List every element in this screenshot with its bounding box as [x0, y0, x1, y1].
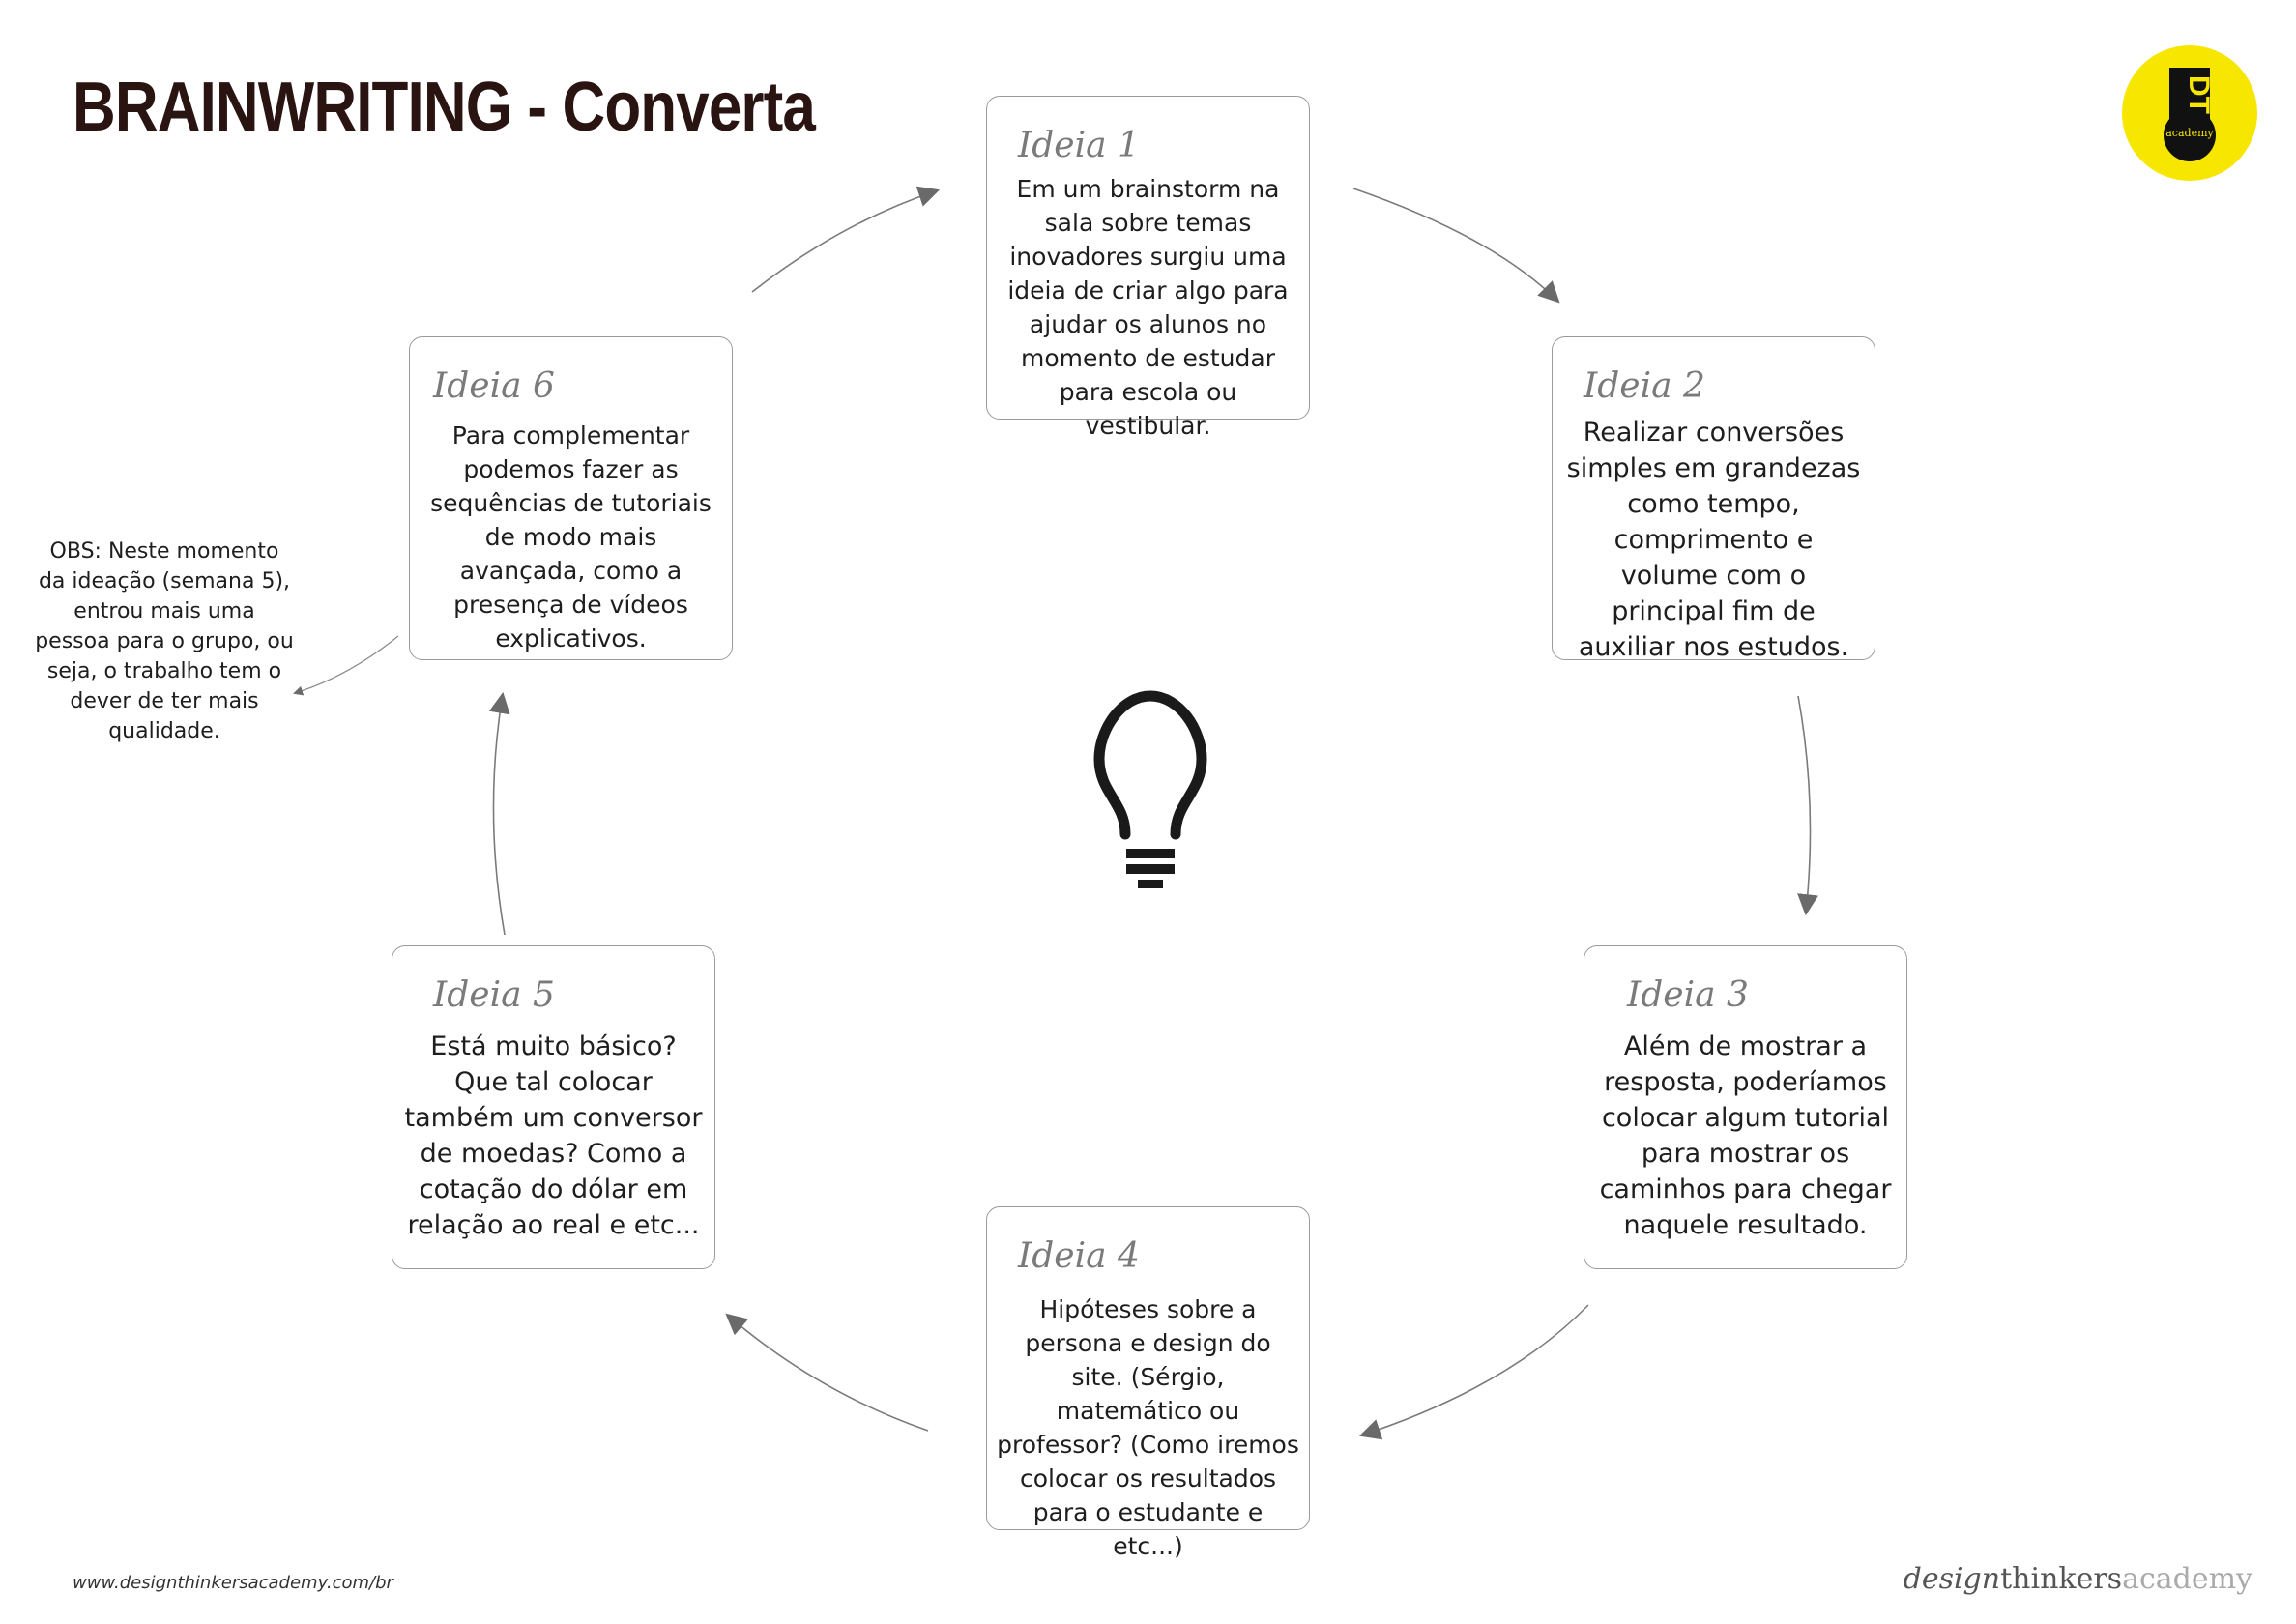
idea-card-3: Ideia 3 Além de mostrar a resposta, pode… — [1584, 945, 1907, 1269]
idea-card-text: Para complementar podemos fazer as sequê… — [430, 421, 712, 652]
arrow-4-to-5 — [725, 1313, 929, 1432]
idea-card-label: Ideia 6 — [433, 366, 555, 406]
idea-card-4: Ideia 4 Hipóteses sobre a persona e desi… — [986, 1206, 1310, 1560]
idea-card-text: Além de mostrar a resposta, poderíamos c… — [1599, 1031, 1892, 1240]
idea-card-5: Ideia 5 Está muito básico? Que tal coloc… — [392, 945, 715, 1269]
arrow-6-to-1 — [751, 186, 941, 293]
arrow-3-to-4 — [1358, 1304, 1589, 1440]
idea-card-label: Ideia 4 — [1018, 1236, 1140, 1276]
arrow-5-to-6 — [488, 691, 510, 936]
idea-card-label: Ideia 5 — [433, 975, 555, 1015]
dt-academy-logo: DT academy — [2122, 45, 2257, 181]
footer-brand: designthinkersacademy — [1904, 1562, 2252, 1596]
idea-card-label: Ideia 3 — [1627, 975, 1749, 1015]
idea-card-text: Está muito básico? Que tal colocar també… — [404, 1031, 703, 1240]
page-title: BRAINWRITING - Converta — [73, 69, 816, 146]
logo-caption: academy — [2165, 127, 2214, 139]
arrow-1-to-2 — [1352, 188, 1560, 304]
brand-part-academy: academy — [2122, 1562, 2252, 1596]
observation-note: OBS: Neste momento da ideação (semana 5)… — [35, 539, 294, 743]
logo-letters: DT — [2183, 75, 2215, 114]
idea-card-6: Ideia 6 Para complementar podemos fazer … — [409, 336, 733, 660]
brand-part-design: design — [1903, 1562, 2001, 1596]
idea-card-2: Ideia 2 Realizar conversões simples em g… — [1552, 336, 1875, 662]
idea-card-text: Hipóteses sobre a persona e design do si… — [997, 1295, 1299, 1560]
arrow-2-to-3 — [1797, 695, 1818, 916]
idea-card-1: Ideia 1 Em um brainstorm na sala sobre t… — [986, 96, 1310, 440]
idea-card-label: Ideia 2 — [1584, 366, 1705, 406]
idea-card-label: Ideia 1 — [1018, 126, 1140, 165]
arrow-6-to-obs — [293, 635, 399, 696]
idea-card-text: Realizar conversões simples em grandezas… — [1566, 418, 1861, 662]
idea-card-text: Em um brainstorm na sala sobre temas ino… — [1007, 175, 1289, 440]
lightbulb-icon — [1093, 690, 1207, 888]
brand-part-thinkers: thinkers — [2000, 1562, 2123, 1596]
footer-url[interactable]: www.designthinkersacademy.com/br — [73, 1573, 393, 1593]
